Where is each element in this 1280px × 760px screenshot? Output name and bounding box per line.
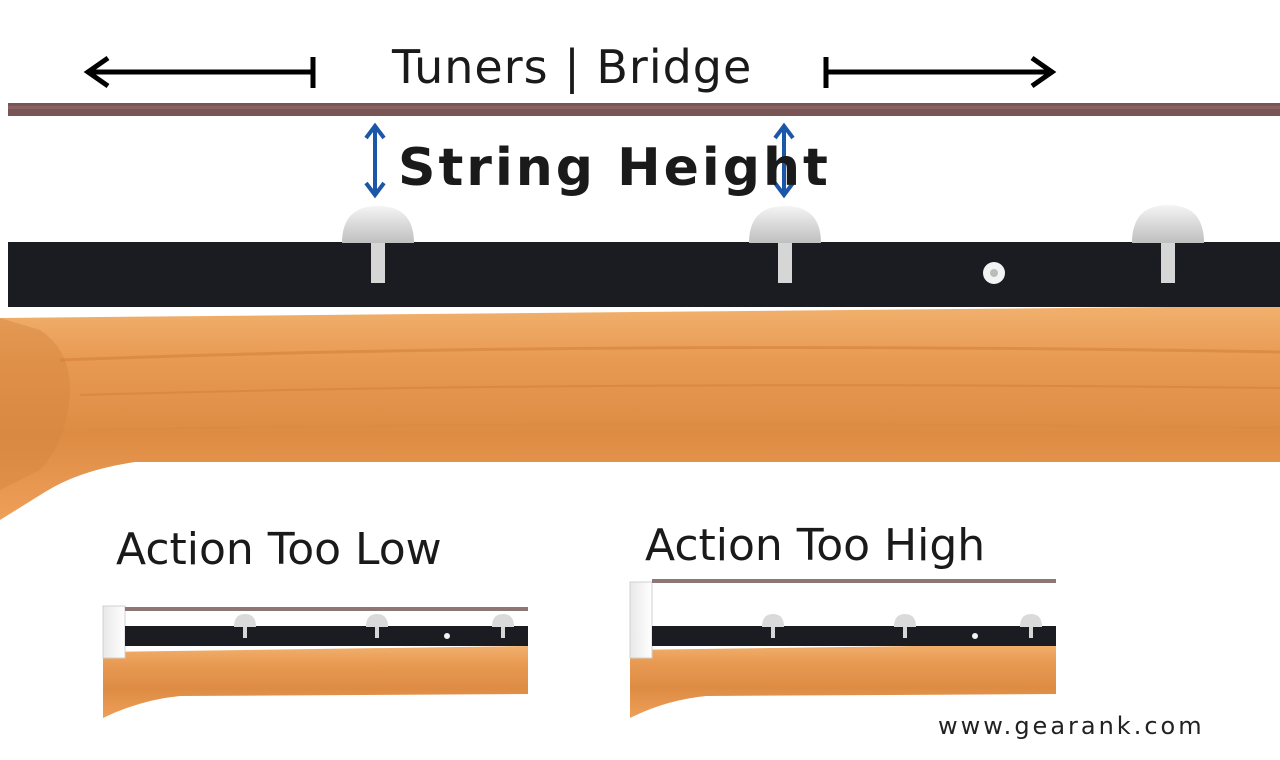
arrow-left-icon <box>83 55 316 89</box>
double-arrow-vertical-icon <box>364 122 386 199</box>
action-too-high-label: Action Too High <box>645 520 986 571</box>
string-height-label: String Height <box>398 138 831 198</box>
fret <box>342 206 414 283</box>
action-too-low-diagram <box>102 605 528 718</box>
arrow-right-icon <box>823 55 1057 89</box>
fret <box>749 206 821 283</box>
double-arrow-vertical-icon <box>773 122 795 199</box>
tuners-bridge-label: Tuners | Bridge <box>392 40 753 94</box>
action-too-low-label: Action Too Low <box>116 524 442 575</box>
watermark-text: www.gearank.com <box>938 712 1205 740</box>
guitar-string <box>8 103 1280 116</box>
fretboard <box>8 242 1280 307</box>
guitar-neck <box>0 306 1280 520</box>
fret <box>1132 205 1204 283</box>
action-too-high-diagram <box>629 579 1056 718</box>
